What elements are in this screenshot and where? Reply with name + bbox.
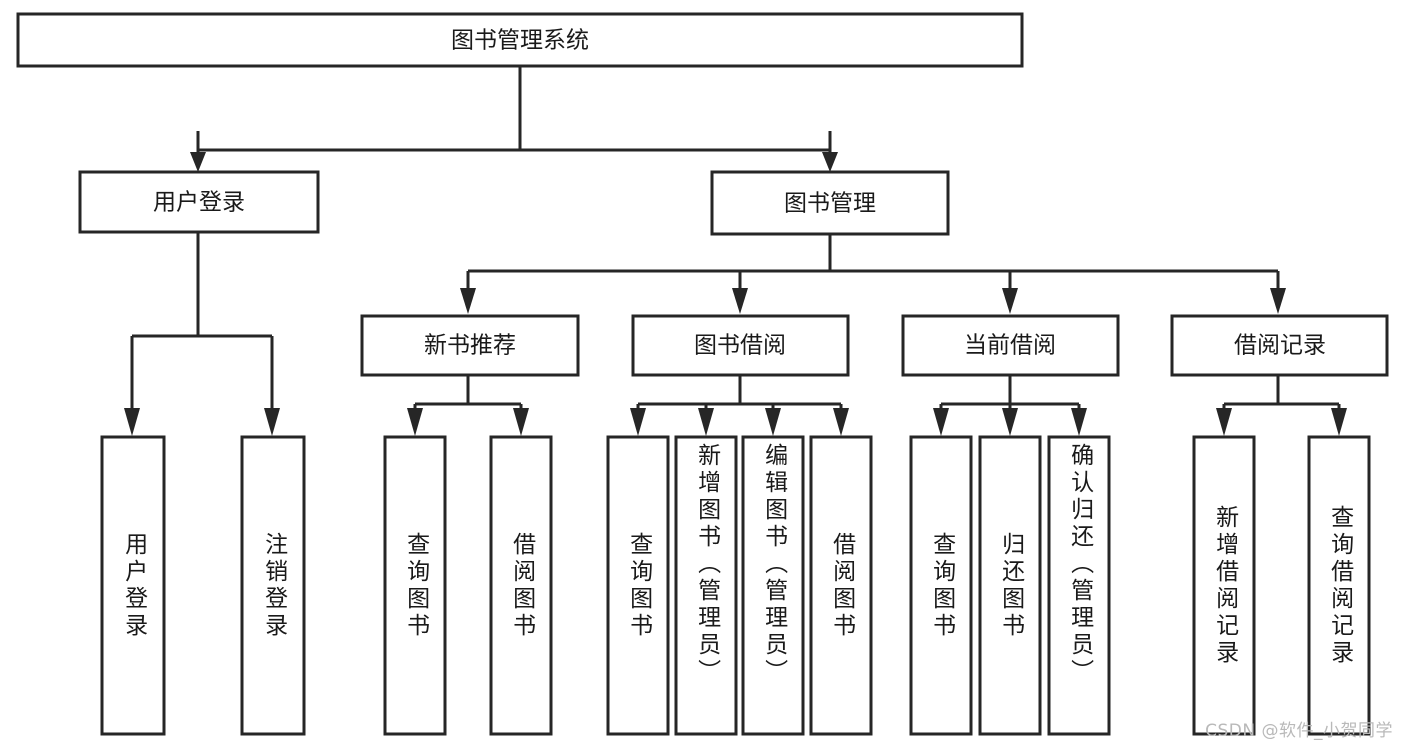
arrow-to-leaf-query-book-b xyxy=(630,408,646,436)
arrow-to-leaf-logout xyxy=(264,408,280,436)
arrow-to-leaf-borrow-book-a xyxy=(513,408,529,436)
leaf-return-book-box[interactable] xyxy=(978,435,1042,736)
csdn-watermark: CSDN @软件_小贺同学 xyxy=(1205,721,1393,741)
node-borrow-record-label: 借阅记录 xyxy=(1234,333,1326,359)
node-root[interactable]: 图书管理系统 xyxy=(16,12,1024,68)
leaf-query-book-c-box[interactable] xyxy=(909,435,973,736)
node-book-manage[interactable]: 图书管理 xyxy=(710,170,950,236)
connector-new-book-recommend-to-leaves xyxy=(407,375,529,436)
leaf-query-book-a-box[interactable] xyxy=(383,435,447,736)
node-book-manage-label: 图书管理 xyxy=(784,191,876,217)
connector-user-login-to-leaves xyxy=(124,232,280,436)
arrow-to-leaf-query-book-a xyxy=(407,408,423,436)
leaf-edit-book-box[interactable] xyxy=(741,435,805,736)
leaf-query-book-a[interactable] xyxy=(383,435,447,736)
arrow-to-book-manage xyxy=(822,152,838,172)
leaf-query-book-c[interactable] xyxy=(909,435,973,736)
leaf-borrow-book-b-box[interactable] xyxy=(809,435,873,736)
leaf-user-login-box[interactable] xyxy=(100,435,166,736)
leaf-confirm-return-box[interactable] xyxy=(1047,435,1111,736)
node-borrow-record-box[interactable] xyxy=(1170,314,1389,377)
arrow-to-new-book-recommend xyxy=(460,288,476,314)
node-user-login[interactable]: 用户登录 xyxy=(78,170,320,234)
connector-book-manage-to-level3 xyxy=(460,234,1286,314)
node-book-borrow[interactable]: 图书借阅 xyxy=(631,314,850,377)
arrow-to-leaf-add-book xyxy=(698,408,714,436)
node-root-label: 图书管理系统 xyxy=(451,28,589,54)
arrow-to-user-login xyxy=(190,152,206,172)
node-user-login-label: 用户登录 xyxy=(153,190,245,216)
arrow-to-leaf-confirm-return xyxy=(1071,408,1087,436)
arrow-to-leaf-user-login xyxy=(124,408,140,436)
leaf-add-book[interactable] xyxy=(674,435,738,736)
connector-borrow-record-to-leaves xyxy=(1216,375,1347,436)
arrow-to-borrow-record xyxy=(1270,288,1286,314)
leaf-add-record[interactable] xyxy=(1192,435,1256,736)
node-current-borrow-box[interactable] xyxy=(901,314,1120,377)
arrow-to-leaf-query-book-c xyxy=(933,408,949,436)
connector-book-borrow-to-leaves xyxy=(630,375,849,436)
arrow-to-book-borrow xyxy=(732,288,748,314)
leaf-confirm-return[interactable] xyxy=(1047,435,1111,736)
node-borrow-record[interactable]: 借阅记录 xyxy=(1170,314,1389,377)
connector-root-to-level2 xyxy=(190,66,838,172)
leaf-edit-book[interactable] xyxy=(741,435,805,736)
node-root-box[interactable] xyxy=(16,12,1024,68)
leaf-logout[interactable] xyxy=(240,435,306,736)
leaf-user-login[interactable] xyxy=(100,435,166,736)
node-user-login-box[interactable] xyxy=(78,170,320,234)
node-new-book-recommend-box[interactable] xyxy=(360,314,580,377)
leaf-query-record[interactable] xyxy=(1307,435,1371,736)
leaf-query-book-b[interactable] xyxy=(606,435,670,736)
arrow-to-leaf-query-record xyxy=(1331,408,1347,436)
leaf-add-record-box[interactable] xyxy=(1192,435,1256,736)
leaf-borrow-book-b[interactable] xyxy=(809,435,873,736)
arrow-to-leaf-borrow-book-b xyxy=(833,408,849,436)
node-book-borrow-box[interactable] xyxy=(631,314,850,377)
node-new-book-recommend-label: 新书推荐 xyxy=(424,333,516,359)
arrow-to-current-borrow xyxy=(1002,288,1018,314)
leaf-return-book[interactable] xyxy=(978,435,1042,736)
connector-current-borrow-to-leaves xyxy=(933,375,1087,436)
node-book-borrow-label: 图书借阅 xyxy=(694,333,786,359)
leaf-add-book-box[interactable] xyxy=(674,435,738,736)
leaf-query-record-box[interactable] xyxy=(1307,435,1371,736)
leaf-query-book-b-box[interactable] xyxy=(606,435,670,736)
node-current-borrow[interactable]: 当前借阅 xyxy=(901,314,1120,377)
arrow-to-leaf-add-record xyxy=(1216,408,1232,436)
leaf-logout-box[interactable] xyxy=(240,435,306,736)
leaf-borrow-book-a[interactable] xyxy=(489,435,553,736)
node-current-borrow-label: 当前借阅 xyxy=(964,333,1056,359)
node-new-book-recommend[interactable]: 新书推荐 xyxy=(360,314,580,377)
arrow-to-leaf-edit-book xyxy=(765,408,781,436)
arrow-to-leaf-return-book xyxy=(1002,408,1018,436)
node-book-manage-box[interactable] xyxy=(710,170,950,236)
leaf-borrow-book-a-box[interactable] xyxy=(489,435,553,736)
